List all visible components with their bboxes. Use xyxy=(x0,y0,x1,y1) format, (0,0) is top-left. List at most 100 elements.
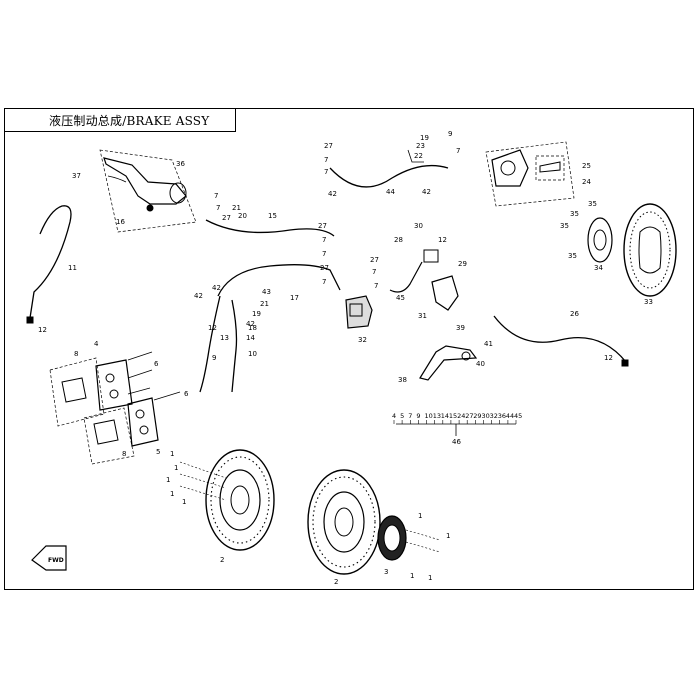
callout: 23 xyxy=(416,142,425,150)
callout: 45 xyxy=(396,294,405,302)
callout: 27 xyxy=(318,222,327,230)
callout: 1 xyxy=(418,512,422,520)
rear-master-cylinder xyxy=(431,275,459,311)
callouts: 36 37 16 7 7 21 27 20 15 11 12 27 7 7 42… xyxy=(38,130,653,586)
callout: 38 xyxy=(398,376,407,384)
brake-hose-11 xyxy=(29,205,72,319)
callout: 12 xyxy=(604,354,613,362)
callout: 10 xyxy=(248,350,257,358)
callout: 13 xyxy=(220,334,229,342)
callout: 2 xyxy=(220,556,224,564)
callout: 8 xyxy=(74,350,78,358)
callout: 17 xyxy=(290,294,299,302)
bom-total: 46 xyxy=(452,438,461,446)
callout: 6 xyxy=(184,390,189,398)
callout: 40 xyxy=(476,360,485,368)
brake-hose-15 xyxy=(205,219,335,237)
callout: 30 xyxy=(414,222,423,230)
callout: 16 xyxy=(116,218,125,226)
bom-item: 27 xyxy=(465,412,473,420)
callout: 14 xyxy=(246,334,255,342)
callout: 3 xyxy=(384,568,388,576)
callout: 1 xyxy=(170,490,174,498)
callout: 35 xyxy=(568,252,577,260)
callout: 36 xyxy=(176,160,185,168)
bom-item: 14 xyxy=(441,412,449,420)
callout: 42 xyxy=(328,190,337,198)
callout: 20 xyxy=(238,212,247,220)
callout: 19 xyxy=(420,134,429,142)
callout: 34 xyxy=(594,264,603,272)
callout: 42 xyxy=(194,292,203,300)
bom-item: 30 xyxy=(482,412,490,420)
callout: 31 xyxy=(418,312,427,320)
front-brake-disc-right xyxy=(307,469,381,575)
callout: 33 xyxy=(644,298,653,306)
bom-item: 7 xyxy=(408,412,412,420)
diagram-title-box: 液压制动总成/BRAKE ASSY xyxy=(4,108,236,132)
callout: 39 xyxy=(456,324,465,332)
callout: 7 xyxy=(324,168,328,176)
callout: 19 xyxy=(252,310,261,318)
callout: 9 xyxy=(212,354,216,362)
callout: 27 xyxy=(324,142,333,150)
diagram-frame xyxy=(4,108,694,590)
fwd-arrow-icon xyxy=(31,545,67,571)
abs-unit xyxy=(345,295,373,329)
callout: 26 xyxy=(570,310,579,318)
callout: 7 xyxy=(374,282,378,290)
callout: 35 xyxy=(588,200,597,208)
callout: 1 xyxy=(170,450,174,458)
callout: 6 xyxy=(154,360,159,368)
callout: 24 xyxy=(582,178,591,186)
callout: 1 xyxy=(410,572,414,580)
callout: 28 xyxy=(394,236,403,244)
bom-item: 10 xyxy=(425,412,433,420)
callout: 42 xyxy=(422,188,431,196)
callout: 1 xyxy=(446,532,450,540)
callout: 4 xyxy=(94,340,99,348)
front-caliper-right xyxy=(83,391,181,465)
front-brake-disc-left xyxy=(179,449,275,551)
callout: 32 xyxy=(358,336,367,344)
bom-bracket xyxy=(396,423,516,436)
bom-item: 5 xyxy=(400,412,404,420)
callout: 27 xyxy=(320,264,329,272)
callout: 9 xyxy=(448,130,452,138)
callout: 42 xyxy=(246,320,255,328)
bom-item: 32 xyxy=(490,412,498,420)
bom-item: 15 xyxy=(449,412,457,420)
callout: 7 xyxy=(456,147,460,155)
callout: 2 xyxy=(334,578,338,586)
brake-hose-26 xyxy=(493,315,627,363)
callout: 11 xyxy=(68,264,77,272)
callout: 27 xyxy=(370,256,379,264)
callout: 42 xyxy=(212,284,221,292)
brake-pedal xyxy=(419,345,478,381)
brake-hose-44 xyxy=(329,164,449,188)
bom-item: 44 xyxy=(506,412,514,420)
front-caliper-left xyxy=(49,351,153,427)
callout: 29 xyxy=(458,260,467,268)
callout: 21 xyxy=(232,204,241,212)
callout: 7 xyxy=(324,156,328,164)
callout: 37 xyxy=(72,172,81,180)
callout: 8 xyxy=(122,450,126,458)
bom-item: 4 xyxy=(392,412,396,420)
front-master-cylinder xyxy=(99,149,197,233)
callout: 35 xyxy=(570,210,579,218)
callout: 27 xyxy=(222,214,231,222)
callout: 7 xyxy=(214,192,218,200)
bom-item: 45 xyxy=(514,412,522,420)
callout: 1 xyxy=(174,464,178,472)
callout: 1 xyxy=(166,476,170,484)
callout: 18 xyxy=(248,324,257,332)
rear-caliper xyxy=(485,141,575,207)
callout: 22 xyxy=(414,152,423,160)
callout: 35 xyxy=(560,222,569,230)
bom-item: 29 xyxy=(473,412,481,420)
callout: 7 xyxy=(322,278,326,286)
brake-hose-17 xyxy=(217,264,341,297)
callout: 12 xyxy=(438,236,447,244)
